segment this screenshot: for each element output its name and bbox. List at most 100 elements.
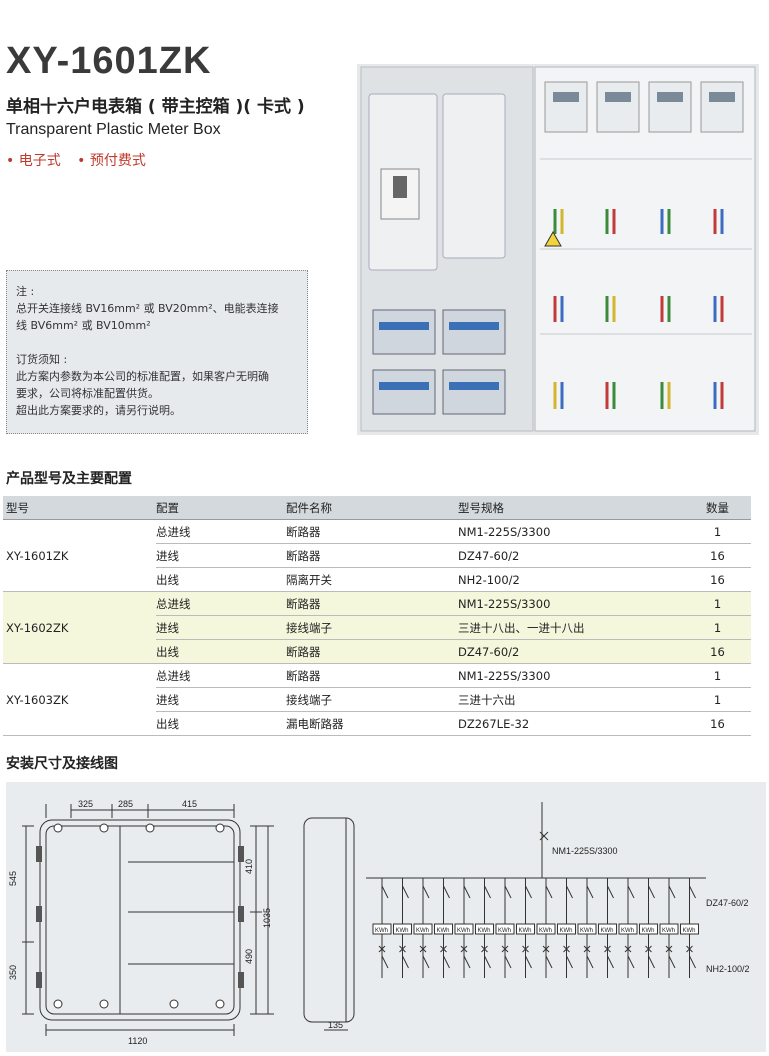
isolator-cross <box>419 945 427 953</box>
part-cell: 断路器 <box>286 591 458 616</box>
branch-switch <box>402 885 409 899</box>
model-cell: XY-1601ZK <box>3 519 156 592</box>
branch-switch <box>525 885 532 899</box>
config-cell: 出线 <box>156 711 286 736</box>
meter-label: KWh <box>539 928 552 934</box>
header-spec: 型号规格 <box>458 496 684 520</box>
meter-label: KWh <box>642 928 655 934</box>
notes-line: 线 BV6mm² 或 BV10mm² <box>16 319 151 332</box>
branch-switch <box>422 885 430 899</box>
part-cell: 断路器 <box>286 543 458 568</box>
header-qty: 数量 <box>684 496 751 520</box>
install-section-title: 安装尺寸及接线图 <box>6 756 118 772</box>
table-row: 出线 隔离开关 NH2-100/2 16 <box>3 567 751 592</box>
part-cell: 漏电断路器 <box>286 711 458 736</box>
qty-cell: 1 <box>684 663 751 688</box>
wiring-isolator-label: NH2-100/2 <box>706 964 750 974</box>
meter-label: KWh <box>478 928 491 934</box>
meter-label: KWh <box>396 928 409 934</box>
qty-cell: 16 <box>684 543 751 568</box>
isolator-cross <box>522 945 529 953</box>
wiring-main-label: NM1-225S/3300 <box>552 846 618 856</box>
order-line: 超出此方案要求的，请另行说明。 <box>16 404 181 417</box>
table-row: XY-1601ZK 总进线 断路器 NM1-225S/3300 1 <box>3 519 751 592</box>
spec-cell: NM1-225S/3300 <box>458 591 684 616</box>
isolator-switch <box>545 955 553 969</box>
isolator-switch <box>648 955 655 969</box>
isolator-cross <box>645 945 652 953</box>
order-label: 订货须知 : <box>16 353 68 366</box>
notes-box: 注 : 总开关连接线 BV16mm² 或 BV20mm²、电能表连接 线 BV6… <box>6 270 308 434</box>
config-cell: 进线 <box>156 543 286 568</box>
meter-label: KWh <box>580 928 593 934</box>
part-cell: 断路器 <box>286 519 458 544</box>
isolator-switch <box>525 955 532 969</box>
isolator-cross <box>604 945 611 953</box>
meter-label: KWh <box>416 928 429 934</box>
notes-label: 注 : <box>16 285 35 298</box>
part-cell: 断路器 <box>286 663 458 688</box>
spec-cell: NH2-100/2 <box>458 567 684 592</box>
dim-top-1: 325 <box>78 799 93 809</box>
order-line: 要求，公司将标准配置供货。 <box>16 387 159 400</box>
spec-table: 型号 配置 配件名称 型号规格 数量 XY-1601ZK 总进线 断路器 NM1… <box>3 496 751 736</box>
meter-label: KWh <box>683 928 696 934</box>
qty-cell: 1 <box>684 519 751 544</box>
branch-switch <box>443 885 450 899</box>
config-cell: 总进线 <box>156 591 286 616</box>
config-cell: 总进线 <box>156 519 286 544</box>
isolator-cross <box>686 945 693 953</box>
table-row: 出线 漏电断路器 DZ267LE-32 16 <box>3 711 751 736</box>
product-english-title: Transparent Plastic Meter Box <box>6 121 221 138</box>
isolator-cross <box>501 945 509 953</box>
branch-switch <box>607 885 614 899</box>
spec-cell: 三进十六出 <box>458 687 684 712</box>
branch-switch <box>586 885 594 899</box>
isolator-cross <box>542 945 550 953</box>
table-row: XY-1602ZK 总进线 断路器 NM1-225S/3300 1 <box>3 591 751 664</box>
spec-header-row: 型号 配置 配件名称 型号规格 数量 <box>3 496 751 520</box>
table-row: 进线 断路器 DZ47-60/2 16 <box>3 543 751 568</box>
isolator-switch <box>484 955 491 969</box>
config-cell: 进线 <box>156 615 286 640</box>
header-config: 配置 <box>156 496 286 520</box>
install-drawing: 325 285 415 545 350 410 490 1035 1120 13… <box>6 782 766 1052</box>
part-cell: 隔离开关 <box>286 567 458 592</box>
product-tags: • 电子式 • 预付费式 <box>6 150 158 170</box>
spec-section-title: 产品型号及主要配置 <box>6 471 132 487</box>
meter-label: KWh <box>560 928 573 934</box>
branch-switch <box>484 885 491 899</box>
table-row: 进线 接线端子 三进十六出 1 <box>3 687 751 712</box>
notes-line: 总开关连接线 BV16mm² 或 BV20mm²、电能表连接 <box>16 302 279 315</box>
isolator-cross <box>440 945 447 953</box>
part-cell: 接线端子 <box>286 687 458 712</box>
isolator-switch <box>504 955 512 969</box>
tag-prepaid: • 预付费式 <box>77 153 146 169</box>
qty-cell: 1 <box>684 687 751 712</box>
isolator-cross <box>378 945 386 953</box>
isolator-cross <box>460 945 468 953</box>
qty-cell: 1 <box>684 615 751 640</box>
spec-cell: 三进十八出、一进十八出 <box>458 615 684 640</box>
part-cell: 断路器 <box>286 639 458 664</box>
branch-switch <box>381 885 389 899</box>
spec-cell: DZ47-60/2 <box>458 543 684 568</box>
model-cell: XY-1602ZK <box>3 591 156 664</box>
isolator-switch <box>586 955 594 969</box>
config-cell: 总进线 <box>156 663 286 688</box>
model-cell: XY-1603ZK <box>3 663 156 736</box>
isolator-switch <box>607 955 614 969</box>
branch-switch <box>689 885 696 899</box>
spec-cell: NM1-225S/3300 <box>458 519 684 544</box>
branch-switch <box>504 885 512 899</box>
isolator-switch <box>381 955 389 969</box>
branch-switch <box>463 885 471 899</box>
isolator-switch <box>422 955 430 969</box>
branch-switch <box>648 885 655 899</box>
product-photo <box>357 64 759 435</box>
meter-label: KWh <box>498 928 511 934</box>
spec-cell: DZ47-60/2 <box>458 639 684 664</box>
dim-depth: 135 <box>328 1020 343 1030</box>
qty-cell: 16 <box>684 711 751 736</box>
